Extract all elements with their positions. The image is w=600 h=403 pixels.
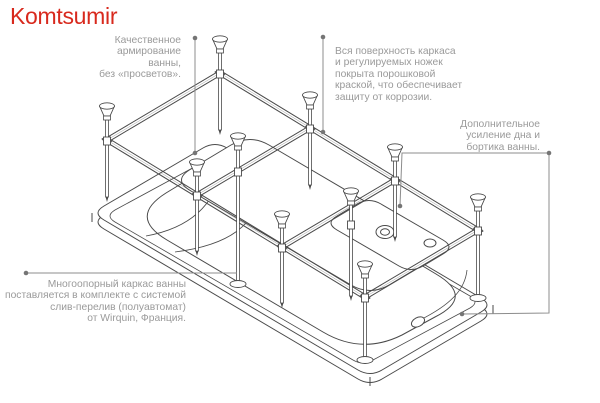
annotation-bottom-rim: Дополнительное усиление дна и бортика ва…	[460, 119, 540, 153]
annotation-coating: Вся поверхность каркаса и регулируемых н…	[335, 46, 463, 103]
frame-legs-drawing	[99, 35, 487, 364]
annotation-leader-lines	[23, 34, 552, 317]
brand-logo: Komtsumir	[10, 3, 118, 29]
annotation-frame-kit: Многоопорный каркас ванны поставляется в…	[5, 279, 186, 325]
annotation-reinforcement: Качественное армирование ванны, без «про…	[99, 35, 181, 81]
